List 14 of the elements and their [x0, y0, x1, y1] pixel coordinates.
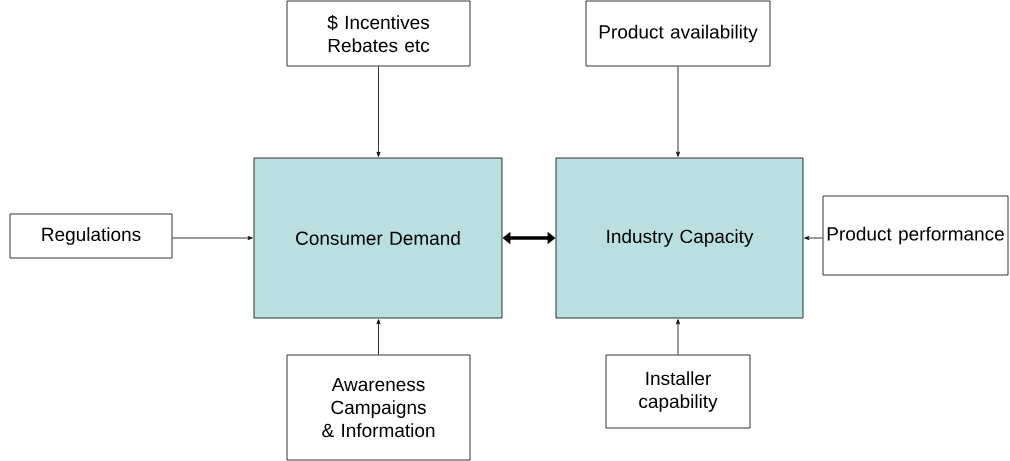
input-box: Regulations — [9, 213, 173, 259]
arrow — [172, 236, 253, 240]
arrow — [376, 66, 381, 157]
arrow — [804, 236, 823, 240]
arrow — [676, 66, 680, 157]
input-box: $ Incentives Rebates etc — [286, 0, 471, 67]
input-box: Installer capability — [605, 354, 751, 429]
input-box: Product availability — [585, 0, 771, 67]
process-box: Industry Capacity — [555, 157, 804, 319]
arrow — [676, 319, 680, 355]
arrow — [376, 319, 381, 355]
process-box: Consumer Demand — [253, 157, 503, 319]
input-box: Awareness Campaigns & Information — [286, 354, 471, 461]
input-box: Product performance — [822, 195, 1009, 276]
